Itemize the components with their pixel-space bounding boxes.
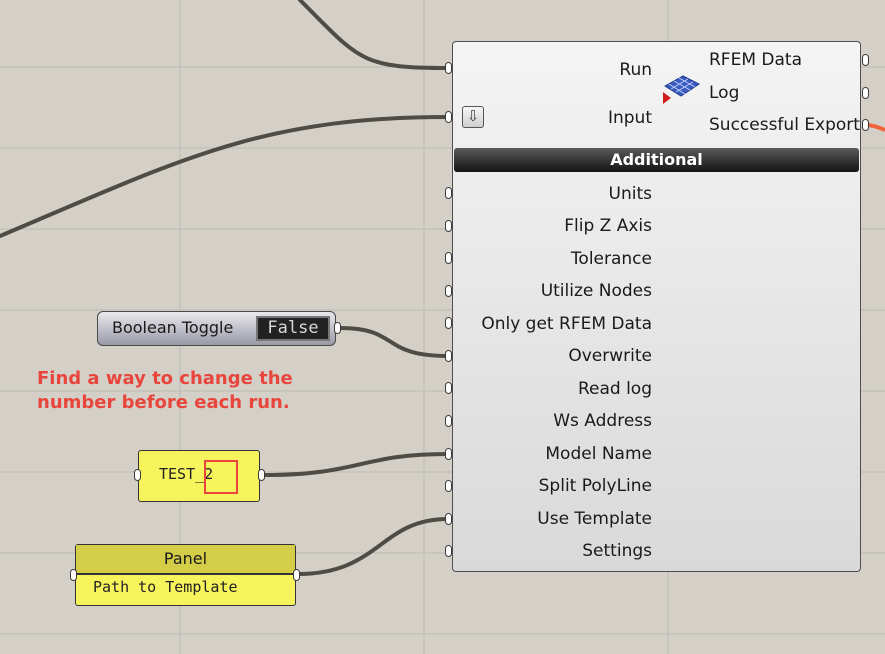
input-use-template-label: Use Template <box>537 509 652 529</box>
boolean-toggle-label: Boolean Toggle <box>112 318 234 337</box>
input-model-name-label: Model Name <box>545 444 652 464</box>
rfem-export-component[interactable]: Run Input RFEM Data Log Successful Expor… <box>452 41 861 572</box>
input-grip-overwrite[interactable] <box>445 350 452 362</box>
highlight-box <box>204 460 238 494</box>
input-tolerance-label: Tolerance <box>570 249 652 269</box>
input-grip-only-get-rfem-data[interactable] <box>445 317 452 329</box>
input-grip-read-log[interactable] <box>445 382 452 394</box>
input-grip-tolerance[interactable] <box>445 252 452 264</box>
boolean-toggle[interactable]: Boolean Toggle False <box>97 311 336 346</box>
input-read-log-label: Read log <box>577 379 652 399</box>
output-grip-log[interactable] <box>862 87 869 99</box>
input-grip-use-template[interactable] <box>445 513 452 525</box>
additional-section-header[interactable]: Additional <box>454 148 859 172</box>
input-units-label: Units <box>608 184 652 204</box>
panel-template[interactable]: Panel Path to Template <box>75 544 296 606</box>
input-grip-units[interactable] <box>445 187 452 199</box>
output-grip-rfem-data[interactable] <box>862 54 869 66</box>
input-grip-input[interactable] <box>445 111 452 123</box>
input-input-label: Input <box>607 108 652 128</box>
boolean-toggle-value[interactable]: False <box>256 316 330 341</box>
panel-model-name-text[interactable]: TEST_2 <box>159 465 214 483</box>
rfem-mesh-icon <box>663 75 700 104</box>
input-grip-panel-model-name[interactable] <box>134 469 141 481</box>
output-grip-panel-template[interactable] <box>293 569 300 581</box>
input-run-label: Run <box>619 60 652 80</box>
annotation-note: Find a way to change the number before e… <box>37 368 293 413</box>
input-grip-utilize-nodes[interactable] <box>445 285 452 297</box>
input-grip-split-polyline[interactable] <box>445 480 452 492</box>
input-grip-ws-address[interactable] <box>445 415 452 427</box>
input-utilize-nodes-label: Utilize Nodes <box>540 281 652 301</box>
input-grip-flip-z-axis[interactable] <box>445 220 452 232</box>
output-grip-boolean-toggle[interactable] <box>334 322 341 334</box>
download-arrow-icon[interactable]: ⇩ <box>462 106 484 128</box>
input-overwrite-label: Overwrite <box>568 346 652 366</box>
input-flip-z-axis-label: Flip Z Axis <box>564 216 652 236</box>
input-grip-run[interactable] <box>445 62 452 74</box>
output-log-label: Log <box>709 83 740 103</box>
output-grip-successful-export[interactable] <box>862 119 869 131</box>
panel-template-header: Panel <box>76 545 295 575</box>
panel-template-text[interactable]: Path to Template <box>93 578 238 596</box>
input-split-polyline-label: Split PolyLine <box>538 476 652 496</box>
input-grip-settings[interactable] <box>445 545 452 557</box>
input-grip-panel-template[interactable] <box>70 569 77 581</box>
output-grip-panel-model-name[interactable] <box>258 469 265 481</box>
panel-model-name[interactable]: TEST_2 <box>138 450 260 502</box>
input-only-get-rfem-data-label: Only get RFEM Data <box>481 314 652 334</box>
input-settings-label: Settings <box>582 541 652 561</box>
input-grip-model-name[interactable] <box>445 448 452 460</box>
output-successful-export-label: Successful Export <box>709 115 860 135</box>
input-ws-address-label: Ws Address <box>553 411 652 431</box>
output-rfem-data-label: RFEM Data <box>709 50 802 70</box>
